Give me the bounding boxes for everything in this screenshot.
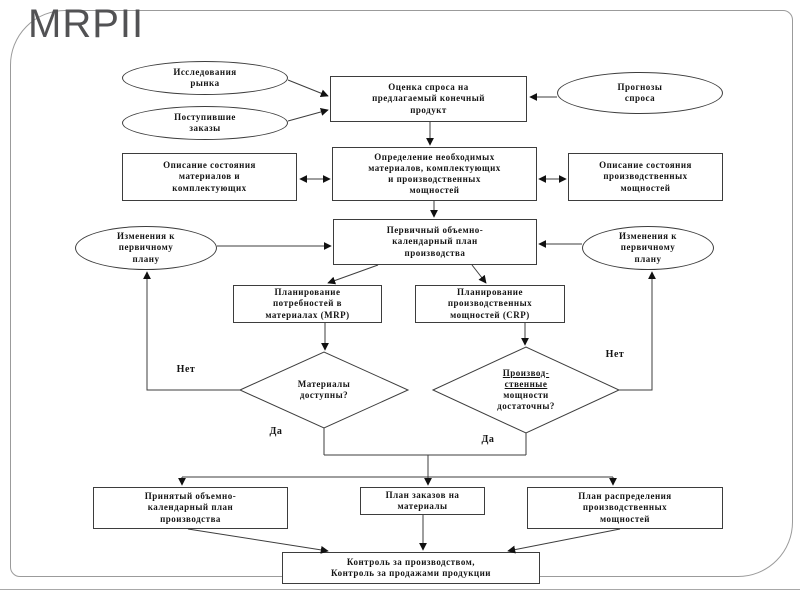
decision-capacity-label-underlined: Производ- ственные <box>502 367 550 389</box>
node-incoming-orders: Поступившие заказы <box>122 106 288 140</box>
decision-capacity-sufficient-label: Производ- ственные мощности достаточны? <box>468 353 584 427</box>
node-materials-state: Описание состояния материалов и комплект… <box>122 153 297 201</box>
page-title: MRPII <box>28 2 145 46</box>
arrow-orders-to-estimate <box>287 108 329 122</box>
node-crp-planning: Планирование производственных мощностей … <box>415 285 565 323</box>
arrow-research-to-estimate <box>287 79 329 98</box>
arrow-master-plan-to-crp <box>471 264 487 284</box>
node-requirements-definition: Определение необходимых материалов, комп… <box>332 147 537 201</box>
node-capacity-state: Описание состояния производственных мощн… <box>568 153 723 201</box>
label-no-right: Нет <box>605 349 625 360</box>
label-yes-left: Да <box>269 426 283 437</box>
arrow-master-plan-to-mrp <box>327 264 379 285</box>
node-market-research: Исследования рынка <box>122 61 288 95</box>
label-no-left: Нет <box>176 364 196 375</box>
arrow-distribution-plan-to-control <box>507 528 621 554</box>
node-demand-estimate: Оценка спроса на предлагаемый конечный п… <box>330 76 527 122</box>
node-mrp-planning: Планирование потребностей в материалах (… <box>233 285 382 323</box>
arrow-no-right-loop <box>619 271 656 391</box>
node-master-production-plan: Первичный объемно- календарный план прои… <box>333 219 537 265</box>
node-changes-to-plan-right: Изменения к первичному плану <box>582 226 714 270</box>
node-demand-forecasts: Прогнозы спроса <box>557 72 723 114</box>
node-changes-to-plan-left: Изменения к первичному плану <box>75 226 217 270</box>
label-yes-right: Да <box>481 434 495 445</box>
node-capacity-distribution-plan: План распределения производственных мощн… <box>527 487 723 529</box>
slide-footer-line <box>0 589 800 590</box>
node-accepted-plan: Принятый объемно- календарный план произ… <box>93 487 288 529</box>
node-production-sales-control: Контроль за производством, Контроль за п… <box>282 552 540 584</box>
node-material-orders-plan: План заказов на материалы <box>360 487 485 515</box>
decision-materials-available-label: Материалы доступны? <box>297 378 351 400</box>
arrow-accepted-plan-to-control <box>187 528 329 554</box>
decision-capacity-label-rest: мощности достаточны? <box>497 390 555 412</box>
